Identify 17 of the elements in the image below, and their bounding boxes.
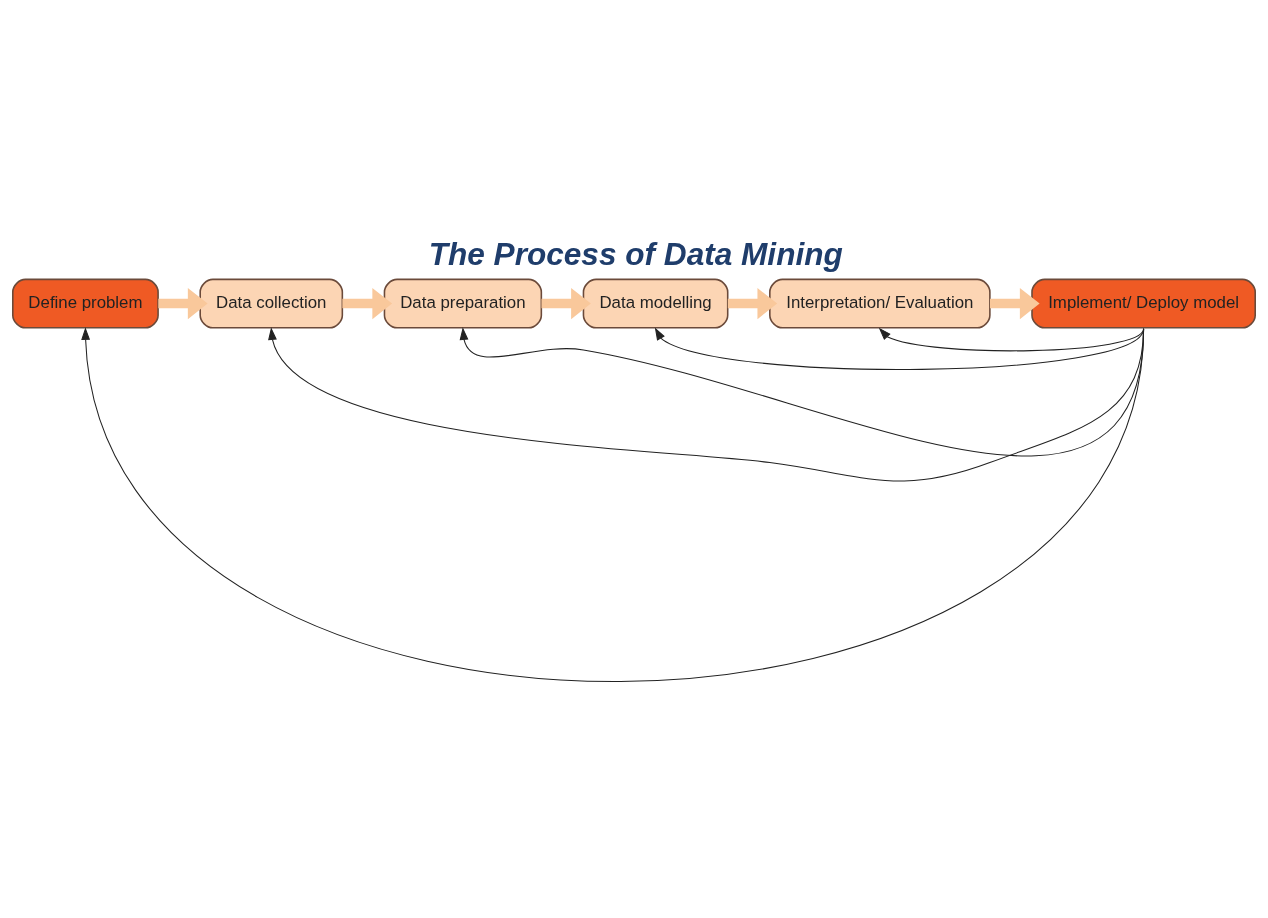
arrow <box>342 288 393 320</box>
node-box: Data preparation <box>383 278 543 329</box>
diagram-title: The Process of Data Mining <box>428 235 843 272</box>
arrow <box>989 288 1040 320</box>
node-box: Implement/ Deploy model <box>1031 278 1256 329</box>
arrow <box>268 327 1145 482</box>
node-box: Interpretation/ Evaluation <box>769 278 991 329</box>
arrow <box>541 288 591 320</box>
node-box: Define problem <box>12 278 159 329</box>
arrow <box>158 288 208 320</box>
arrow <box>81 327 1145 683</box>
node-box: Data collection <box>199 278 344 329</box>
node-box: Data modelling <box>582 278 729 329</box>
arrow <box>727 288 778 320</box>
arrow <box>459 327 1145 456</box>
arrow <box>654 327 1145 370</box>
arrow <box>878 327 1145 352</box>
